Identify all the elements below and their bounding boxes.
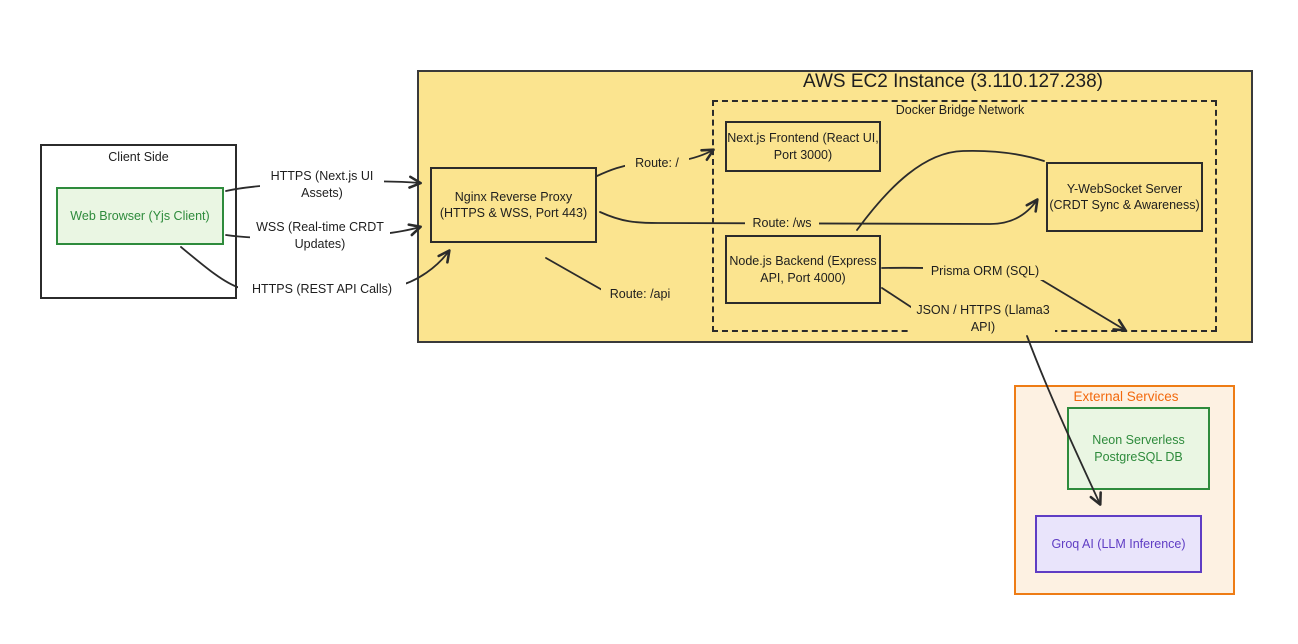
y-websocket-node: Y-WebSocket Server (CRDT Sync & Awarenes… [1046, 162, 1203, 232]
edge-label-json-https: JSON / HTTPS (Llama3 API) [911, 302, 1055, 335]
nextjs-frontend-node: Next.js Frontend (React UI, Port 3000) [725, 121, 881, 172]
edge-label-route-root: Route: / [625, 155, 689, 172]
web-browser-node: Web Browser (Yjs Client) [56, 187, 224, 245]
neon-postgres-node: Neon Serverless PostgreSQL DB [1067, 407, 1210, 490]
groq-ai-node: Groq AI (LLM Inference) [1035, 515, 1202, 573]
edge-label-route-ws: Route: /ws [745, 215, 819, 232]
edge-label-wss-updates: WSS (Real-time CRDT Updates) [250, 219, 390, 252]
external-services-title: External Services [1073, 389, 1179, 404]
docker-network-title: Docker Bridge Network [895, 103, 1025, 117]
edge-label-route-api: Route: /api [601, 286, 679, 303]
nginx-proxy-node: Nginx Reverse Proxy (HTTPS & WSS, Port 4… [430, 167, 597, 243]
edge-label-prisma-orm: Prisma ORM (SQL) [923, 263, 1047, 280]
nodejs-backend-node: Node.js Backend (Express API, Port 4000) [725, 235, 881, 304]
client-side-title: Client Side [108, 150, 169, 164]
edge-label-https-assets: HTTPS (Next.js UI Assets) [260, 168, 384, 201]
edge-label-https-rest: HTTPS (REST API Calls) [238, 281, 406, 298]
aws-ec2-title: AWS EC2 Instance (3.110.127.238) [803, 71, 1103, 92]
